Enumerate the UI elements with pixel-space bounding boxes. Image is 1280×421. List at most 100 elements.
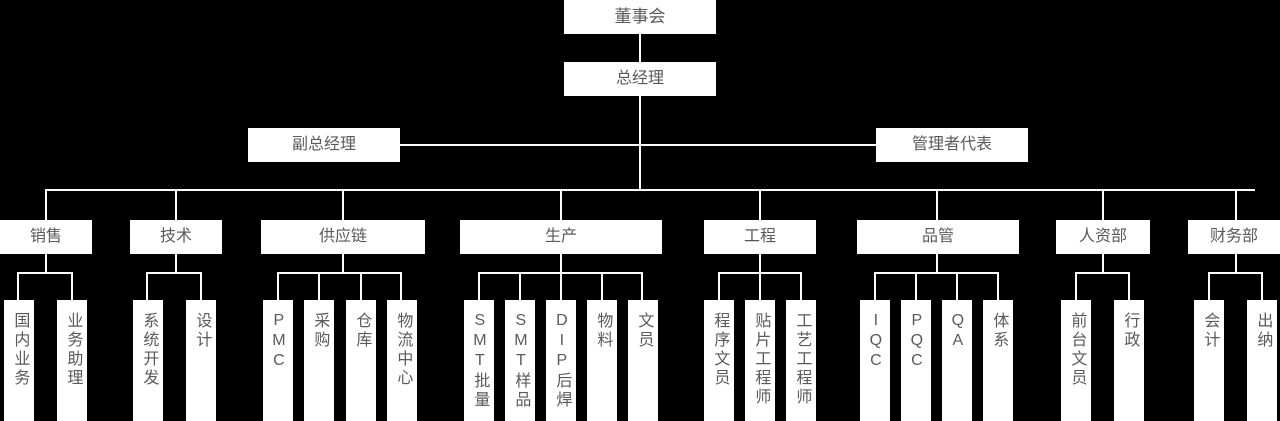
node-team-qa[interactable]: QA [942, 300, 972, 421]
node-department-supply-chain[interactable]: 供应链 [261, 220, 425, 254]
connector-quality-to-iqc [874, 272, 876, 300]
connector-supply-chain-to-logistics [400, 272, 402, 300]
connector-supply-chain-to-purchasing [318, 272, 320, 300]
connector-technology-to-system-dev [146, 272, 148, 300]
node-label: SMT批量 [471, 312, 489, 410]
node-team-cashier[interactable]: 出纳 [1247, 300, 1277, 421]
connector-finance-stem [1235, 254, 1237, 273]
node-team-business-assistant[interactable]: 业务助理 [57, 300, 87, 421]
connector-gm-spine [639, 96, 641, 190]
node-label: 董事会 [614, 6, 666, 26]
node-label: 设计 [193, 312, 211, 350]
node-team-smt-sample[interactable]: SMT样品 [505, 300, 535, 421]
node-team-smt-engineer[interactable]: 贴片工程师 [745, 300, 775, 421]
node-department-finance[interactable]: 财务部 [1188, 220, 1280, 254]
node-team-logistics-center[interactable]: 物流中心 [387, 300, 417, 421]
node-label: 仓库 [353, 312, 371, 350]
node-label: 工艺工程师 [793, 312, 811, 407]
node-label: 品管 [921, 227, 954, 245]
node-label: 采购 [311, 312, 329, 350]
node-department-production[interactable]: 生产 [460, 220, 662, 254]
node-label: QA [949, 312, 967, 352]
node-label: 物流中心 [394, 312, 412, 388]
node-label: DIP后焊 [553, 312, 571, 410]
connector-production-to-dip [560, 272, 562, 300]
connector-hr-bus [1075, 272, 1130, 274]
node-label: 行政 [1121, 312, 1139, 350]
node-label: PQC [908, 312, 926, 372]
node-team-program-clerk[interactable]: 程序文员 [704, 300, 734, 421]
node-management-representative[interactable]: 管理者代表 [876, 128, 1028, 162]
node-label: 业务助理 [64, 312, 82, 388]
node-team-design[interactable]: 设计 [186, 300, 216, 421]
connector-quality-bus [874, 272, 999, 274]
connector-sales-stem [45, 254, 47, 273]
connector-supply-chain-to-pmc [277, 272, 279, 300]
connector-technology-stem [175, 254, 177, 273]
node-team-pmc[interactable]: PMC [263, 300, 293, 421]
connector-hr-to-administration [1128, 272, 1130, 300]
connector-quality-to-qa [956, 272, 958, 300]
connector-production-stem [560, 254, 562, 273]
node-label: PMC [270, 312, 288, 372]
connector-supply-chain-stem [342, 254, 344, 273]
node-label: 总经理 [615, 69, 664, 87]
node-team-iqc[interactable]: IQC [860, 300, 890, 421]
connector-engineering-to-smt-engineer [759, 272, 761, 300]
node-department-technology[interactable]: 技术 [130, 220, 222, 254]
node-team-front-desk-clerk[interactable]: 前台文员 [1061, 300, 1091, 421]
node-team-warehouse[interactable]: 仓库 [346, 300, 376, 421]
node-board-of-directors[interactable]: 董事会 [564, 0, 716, 34]
node-label: 人资部 [1078, 227, 1127, 245]
connector-quality-to-pqc [915, 272, 917, 300]
node-label: 国内业务 [11, 312, 29, 388]
node-team-dip-post-solder[interactable]: DIP后焊 [546, 300, 576, 421]
connector-sales-bus [17, 272, 73, 274]
node-team-purchasing[interactable]: 采购 [304, 300, 334, 421]
connector-supply-chain-bus [277, 272, 402, 274]
node-team-smt-batch[interactable]: SMT批量 [464, 300, 494, 421]
node-team-accounting[interactable]: 会计 [1194, 300, 1224, 421]
connector-finance-to-accounting [1208, 272, 1210, 300]
node-team-material[interactable]: 物料 [587, 300, 617, 421]
node-label: SMT样品 [512, 312, 530, 410]
node-label: 供应链 [318, 227, 367, 245]
node-label: IQC [867, 312, 885, 372]
connector-bus-to-quality [936, 189, 938, 220]
connector-technology-to-design [200, 272, 202, 300]
connector-bus-to-supply-chain [342, 189, 344, 220]
node-team-system-development[interactable]: 系统开发 [133, 300, 163, 421]
node-team-administration[interactable]: 行政 [1114, 300, 1144, 421]
node-team-quality-system[interactable]: 体系 [983, 300, 1013, 421]
connector-engineering-stem [759, 254, 761, 273]
connector-sales-to-assistant [71, 272, 73, 300]
connector-quality-stem [936, 254, 938, 273]
node-deputy-general-manager[interactable]: 副总经理 [248, 128, 400, 162]
node-label: 体系 [990, 312, 1008, 350]
node-department-engineering[interactable]: 工程 [704, 220, 816, 254]
connector-level2-crossbar [400, 144, 876, 146]
node-label: 销售 [29, 227, 62, 245]
node-department-quality[interactable]: 品管 [857, 220, 1019, 254]
node-label: 副总经理 [291, 135, 356, 153]
connector-hr-stem [1102, 254, 1104, 273]
connector-quality-to-system [997, 272, 999, 300]
node-team-process-engineer[interactable]: 工艺工程师 [786, 300, 816, 421]
connector-hr-to-receptionist [1075, 272, 1077, 300]
node-team-domestic-business[interactable]: 国内业务 [4, 300, 34, 421]
node-label: 管理者代表 [911, 135, 992, 153]
node-department-human-resources[interactable]: 人资部 [1056, 220, 1150, 254]
node-department-sales[interactable]: 销售 [0, 220, 92, 254]
node-label: 技术 [159, 227, 192, 245]
connector-engineering-to-process-engineer [800, 272, 802, 300]
connector-bus-to-finance [1235, 189, 1237, 220]
node-general-manager[interactable]: 总经理 [564, 62, 716, 96]
connector-bus-to-engineering [759, 189, 761, 220]
connector-supply-chain-to-warehouse [360, 272, 362, 300]
node-team-pqc[interactable]: PQC [901, 300, 931, 421]
connector-production-to-clerk [641, 272, 643, 300]
node-label: 前台文员 [1068, 312, 1086, 388]
connector-production-to-material [601, 272, 603, 300]
node-team-production-clerk[interactable]: 文员 [628, 300, 658, 421]
